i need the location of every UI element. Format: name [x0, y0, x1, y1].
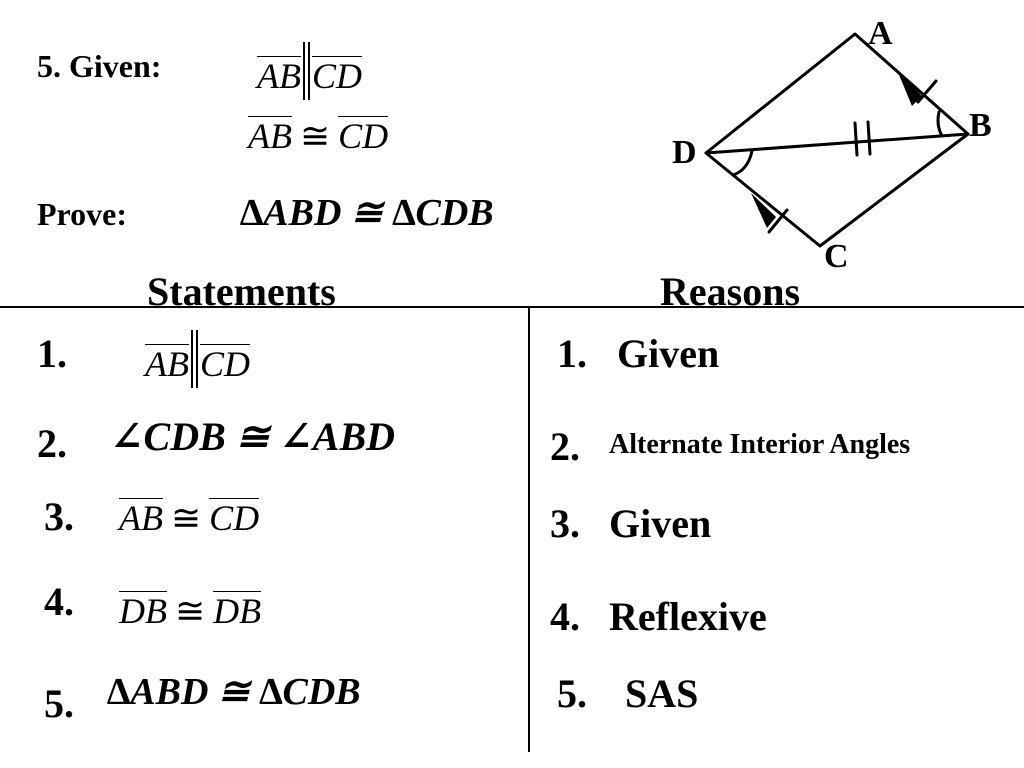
- statement-number: 3.: [44, 494, 74, 539]
- reason-number: 2.: [550, 424, 580, 469]
- statement-reflexive: DB≅DB: [119, 590, 262, 632]
- statement-number: 1.: [37, 331, 67, 376]
- congruent-symbol: ≅: [170, 498, 202, 538]
- angle-arc-b: [936, 110, 944, 138]
- segment-cd: CD: [199, 344, 250, 384]
- segment-ab: AB: [257, 56, 301, 96]
- reason-text: SAS: [625, 671, 699, 716]
- tick-mark-cd: [767, 208, 789, 234]
- double-tick-db-1: [853, 121, 859, 157]
- reason-text: Alternate Interior Angles: [609, 429, 911, 460]
- reason-text: Given: [609, 501, 712, 546]
- vertex-label-c: C: [824, 238, 849, 275]
- reason-number: 3.: [550, 501, 580, 546]
- table-horizontal-rule: [0, 306, 1024, 308]
- vertex-label-a: A: [868, 15, 893, 52]
- congruent-symbol: ≅: [175, 591, 206, 631]
- quadrilateral-abcd: [704, 32, 970, 248]
- given-congruent-statement: AB≅CD: [248, 115, 389, 157]
- quadrilateral-diagram: A B C D: [672, 15, 992, 275]
- reason-number: 1.: [557, 331, 587, 376]
- segment-ab: AB: [248, 116, 292, 156]
- double-tick-db-2: [866, 120, 872, 156]
- congruent-symbol: ≅: [299, 116, 331, 156]
- segment-cd: CD: [209, 498, 260, 538]
- segment-db: DB: [119, 591, 167, 631]
- parallel-arrow-ab-icon: [897, 70, 922, 106]
- segment-ab: AB: [119, 498, 163, 538]
- reasons-header: Reasons: [660, 269, 801, 314]
- statement-number: 2.: [37, 421, 67, 466]
- segment-db: DB: [213, 591, 262, 631]
- parallel-symbol: [190, 330, 198, 388]
- prove-statement: ∆ABD ≅ ∆CDB: [240, 192, 494, 234]
- statement-angle-congruence: ∠CDB ≅ ∠ABD: [110, 414, 396, 459]
- statement-segment-congruence: AB≅CD: [119, 497, 260, 539]
- statement-number: 5.: [44, 681, 74, 726]
- reason-text: Reflexive: [609, 594, 767, 639]
- given-label: 5. Given:: [37, 48, 162, 84]
- vertex-label-b: B: [969, 107, 992, 144]
- reason-text: Given: [617, 331, 720, 376]
- segment-ab: AB: [145, 344, 189, 384]
- statement-triangle-congruence: ∆ABD ≅ ∆CDB: [107, 671, 361, 713]
- statement-number: 4.: [44, 579, 74, 624]
- vertex-label-d: D: [672, 134, 697, 171]
- parallel-arrow-cd-icon: [751, 193, 776, 228]
- table-vertical-rule: [528, 306, 530, 752]
- angle-arc-d: [731, 149, 754, 177]
- prove-label: Prove:: [37, 196, 128, 232]
- segment-cd: CD: [338, 116, 389, 156]
- statements-header: Statements: [147, 269, 336, 314]
- parallel-symbol: [302, 42, 310, 100]
- diagonal-db: [704, 132, 970, 155]
- reason-number: 4.: [550, 594, 580, 639]
- tick-mark-ab: [916, 79, 938, 104]
- reason-number: 5.: [557, 671, 587, 716]
- segment-cd: CD: [311, 56, 362, 96]
